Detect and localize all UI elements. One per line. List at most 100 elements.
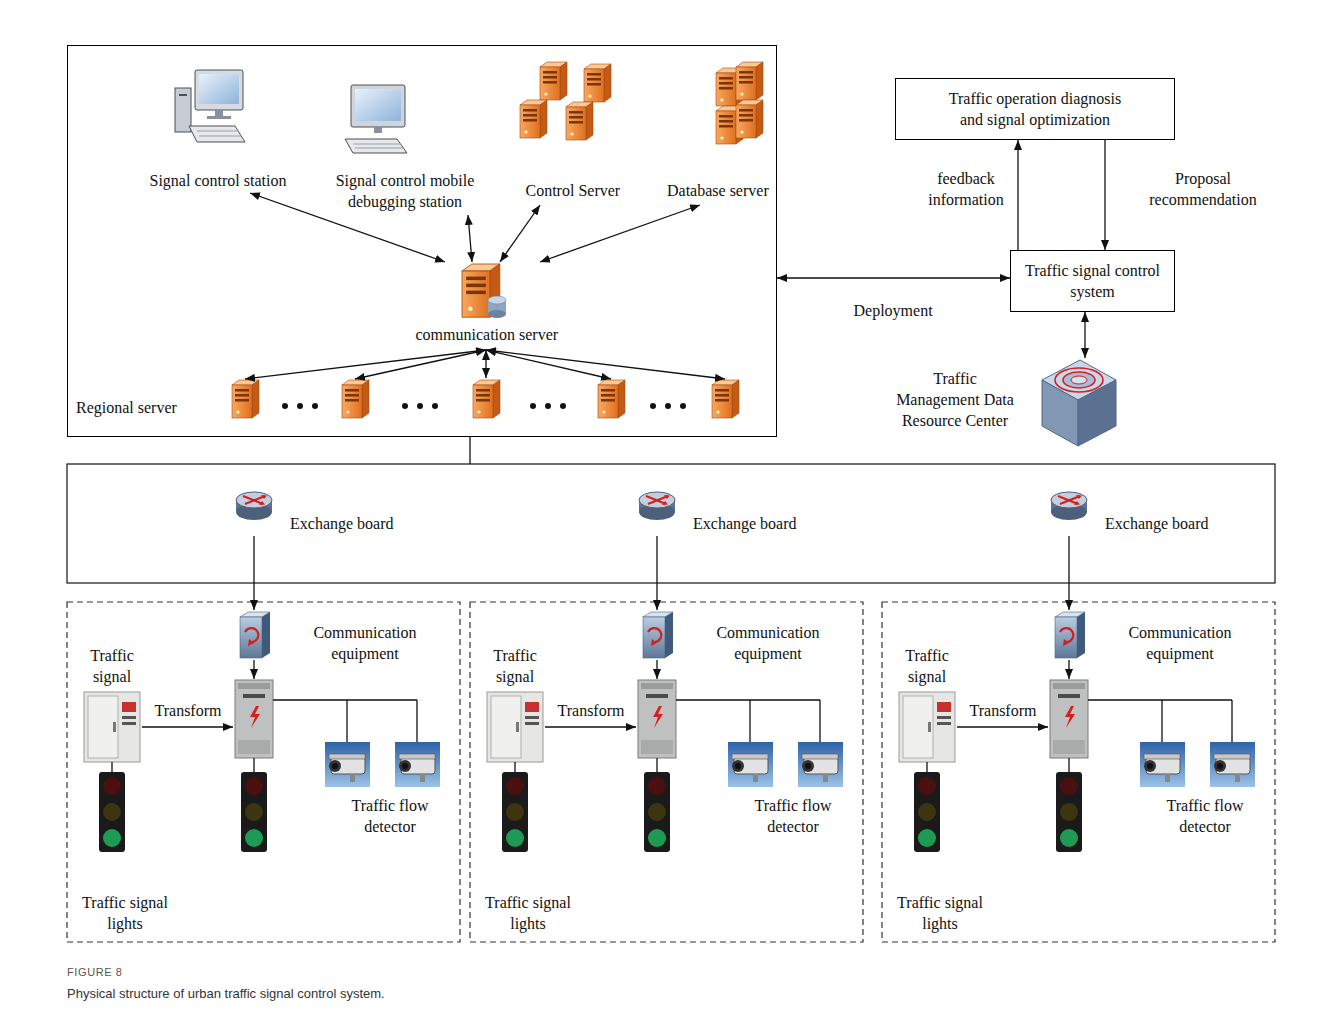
node-label: Communication equipment [305, 622, 425, 664]
mobile-station-icon [353, 144, 404, 148]
data-center-icon [1078, 380, 1116, 446]
signal-controller-node: Traffic signal [72, 645, 154, 763]
data-center-icon [1042, 360, 1116, 446]
communication-equipment-node: Communication equipment [238, 610, 433, 668]
node-label: Traffic flow detector [743, 795, 843, 837]
ellipsis-dots [432, 403, 438, 409]
intersection-group [470, 492, 863, 942]
trunk-line [469, 437, 470, 464]
workstation-icon [199, 74, 239, 104]
connector-arrow [656, 536, 657, 610]
ellipsis-dots [417, 403, 423, 409]
communication-equipment-node: Communication equipment [1053, 610, 1248, 668]
regional-server-icons [473, 380, 500, 418]
communication-equipment-node: Communication equipment [641, 610, 836, 668]
data-center-icon [1063, 372, 1095, 388]
switch-node: Exchange board [637, 485, 822, 536]
connector-label: Deployment [852, 300, 935, 321]
detector-node: Traffic flow detector [318, 735, 448, 841]
node-label: Traffic operation diagnosis and signal o… [939, 88, 1131, 130]
workstation-node: Signal control station [130, 65, 310, 193]
control-server-icons [520, 62, 611, 140]
ellipsis-dots [312, 403, 318, 409]
communication-server-icon [488, 296, 506, 304]
mobile-station-icon [355, 89, 401, 121]
regional-links [355, 350, 486, 379]
node-label: Database server [667, 180, 769, 201]
node-label: Communication equipment [708, 622, 828, 664]
workstation-icon [179, 94, 187, 96]
data-center-icon [1042, 380, 1078, 446]
node-label: Traffic signal lights [890, 892, 990, 934]
intersection-group [67, 492, 460, 942]
connector-arrow [253, 536, 254, 610]
control-center-frame: Regional server Signal control station Sig… [67, 45, 777, 437]
switch-node: Exchange board [234, 485, 419, 536]
regional-links [245, 350, 486, 379]
ellipsis-dots [560, 403, 566, 409]
regional-links [485, 350, 486, 378]
regional-server-icons [342, 380, 369, 418]
process-box: Traffic operation diagnosis and signal o… [895, 78, 1175, 140]
mobile-station-icon [374, 127, 382, 133]
ellipsis-dots [665, 403, 671, 409]
mobile-station-node: Signal control mobile debugging station [318, 80, 496, 215]
ellipsis-dots [650, 403, 656, 409]
node-label: Traffic signal [77, 645, 147, 687]
workstation-icon [189, 126, 245, 142]
data-center-icon [1055, 368, 1103, 392]
arrow-label: Transform [153, 700, 224, 721]
connector-arrow [1068, 536, 1069, 610]
signal-controller-node: Traffic signal [887, 645, 969, 763]
connector-label: feedback information [919, 168, 1013, 210]
switch-band [67, 464, 1275, 583]
regional-server-icons [598, 380, 625, 418]
node-label: Communication equipment [1120, 622, 1240, 664]
node-label: Traffic signal lights [75, 892, 175, 934]
connector-arrow [1017, 140, 1018, 250]
figure-number: FIGURE 8 [67, 965, 123, 979]
connector-arrow [500, 205, 540, 262]
node-label: Signal control station [150, 170, 287, 191]
node-label: Traffic signal control system [1023, 260, 1163, 302]
signal-lights-node: Traffic signal lights [885, 766, 995, 936]
arrow-label: Transform [968, 700, 1039, 721]
database-server-icon [716, 62, 763, 144]
regional-links [486, 350, 725, 379]
node-label: Traffic signal lights [478, 892, 578, 934]
node-label: Exchange board [290, 513, 394, 534]
ellipsis-dots [530, 403, 536, 409]
ellipsis-dots [282, 403, 686, 409]
detector-node: Traffic flow detector [1133, 735, 1263, 841]
mobile-station-icon [351, 85, 405, 127]
node-label: communication server [416, 324, 559, 345]
arrow-label: Transform [556, 700, 627, 721]
mobile-station-icon [345, 85, 407, 153]
control-server-icons [566, 102, 593, 140]
signal-controller-node: Traffic signal [475, 645, 557, 763]
workstation-icon [175, 88, 191, 132]
node-label: Exchange board [1105, 513, 1209, 534]
communication-server-node: communication server [410, 262, 565, 347]
node-label: Traffic signal [480, 645, 550, 687]
node-label: Traffic signal [892, 645, 962, 687]
workstation-icon [195, 70, 243, 110]
mobile-station-icon [345, 139, 407, 153]
ellipsis-dots [680, 403, 686, 409]
database-node: Database server [662, 60, 774, 205]
connector-label: Proposal recommendation [1139, 168, 1268, 210]
workstation-icon [175, 70, 245, 142]
node-label: Traffic flow detector [340, 795, 440, 837]
regional-server-icons [232, 380, 739, 418]
signal-lights-node: Traffic signal lights [473, 766, 583, 936]
control-server-icons [540, 62, 567, 100]
database-server-icon [736, 100, 763, 138]
ellipsis-dots [402, 403, 408, 409]
ellipsis-dots [545, 403, 551, 409]
node-label: Regional server [76, 397, 177, 418]
data-center-icon [1071, 376, 1087, 384]
connector-arrow [468, 215, 472, 262]
